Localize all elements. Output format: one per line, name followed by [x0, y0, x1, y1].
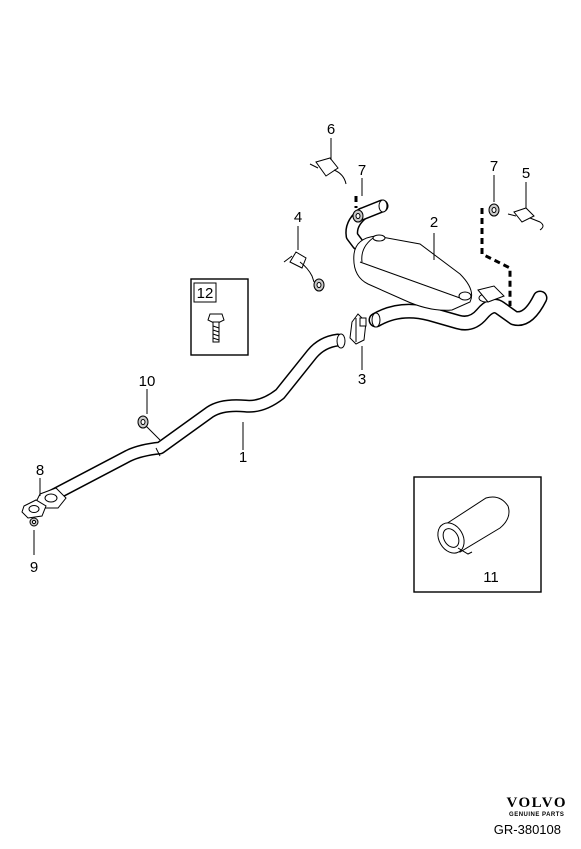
- callout-12: 12: [197, 285, 214, 302]
- callout-2: 2: [430, 214, 438, 231]
- silencer: [353, 234, 505, 311]
- hanger-bracket-6: [309, 157, 347, 185]
- rubber-mount-7-right: [488, 203, 500, 217]
- brand-tagline: GENUINE PARTS: [509, 812, 565, 818]
- hanger-left: [283, 251, 315, 283]
- hanger-right: [507, 207, 544, 231]
- callout-5: 5: [522, 165, 530, 182]
- dashed-guide-right: [480, 208, 512, 306]
- diagram-reference: GR-380108: [493, 822, 561, 837]
- clamp: [349, 313, 367, 345]
- leader-lines: [33, 138, 527, 555]
- rubber-mount-front: [137, 415, 149, 429]
- nut: [29, 517, 39, 527]
- tailpipe-inset: [413, 476, 542, 593]
- callout-3: 3: [358, 371, 366, 388]
- callout-4: 4: [294, 209, 302, 226]
- brand-logo: VOLVO GENUINE PARTS: [506, 796, 567, 819]
- gasket: [21, 499, 47, 519]
- callout-11: 11: [483, 569, 499, 586]
- callout-7-right: 7: [490, 158, 498, 175]
- callout-8: 8: [36, 462, 44, 479]
- callout-9: 9: [30, 559, 38, 576]
- bolt-inset: [190, 278, 249, 356]
- callout-1: 1: [239, 449, 247, 466]
- brand-wordmark: VOLVO: [506, 795, 567, 811]
- rubber-mount-left: [313, 278, 325, 292]
- front-flange: [35, 487, 67, 509]
- callout-7-left: 7: [358, 162, 366, 179]
- front-exhaust-pipe: [41, 333, 346, 505]
- rubber-mount-7-left: [352, 209, 364, 223]
- callout-10: 10: [139, 373, 156, 390]
- callout-6: 6: [327, 121, 335, 138]
